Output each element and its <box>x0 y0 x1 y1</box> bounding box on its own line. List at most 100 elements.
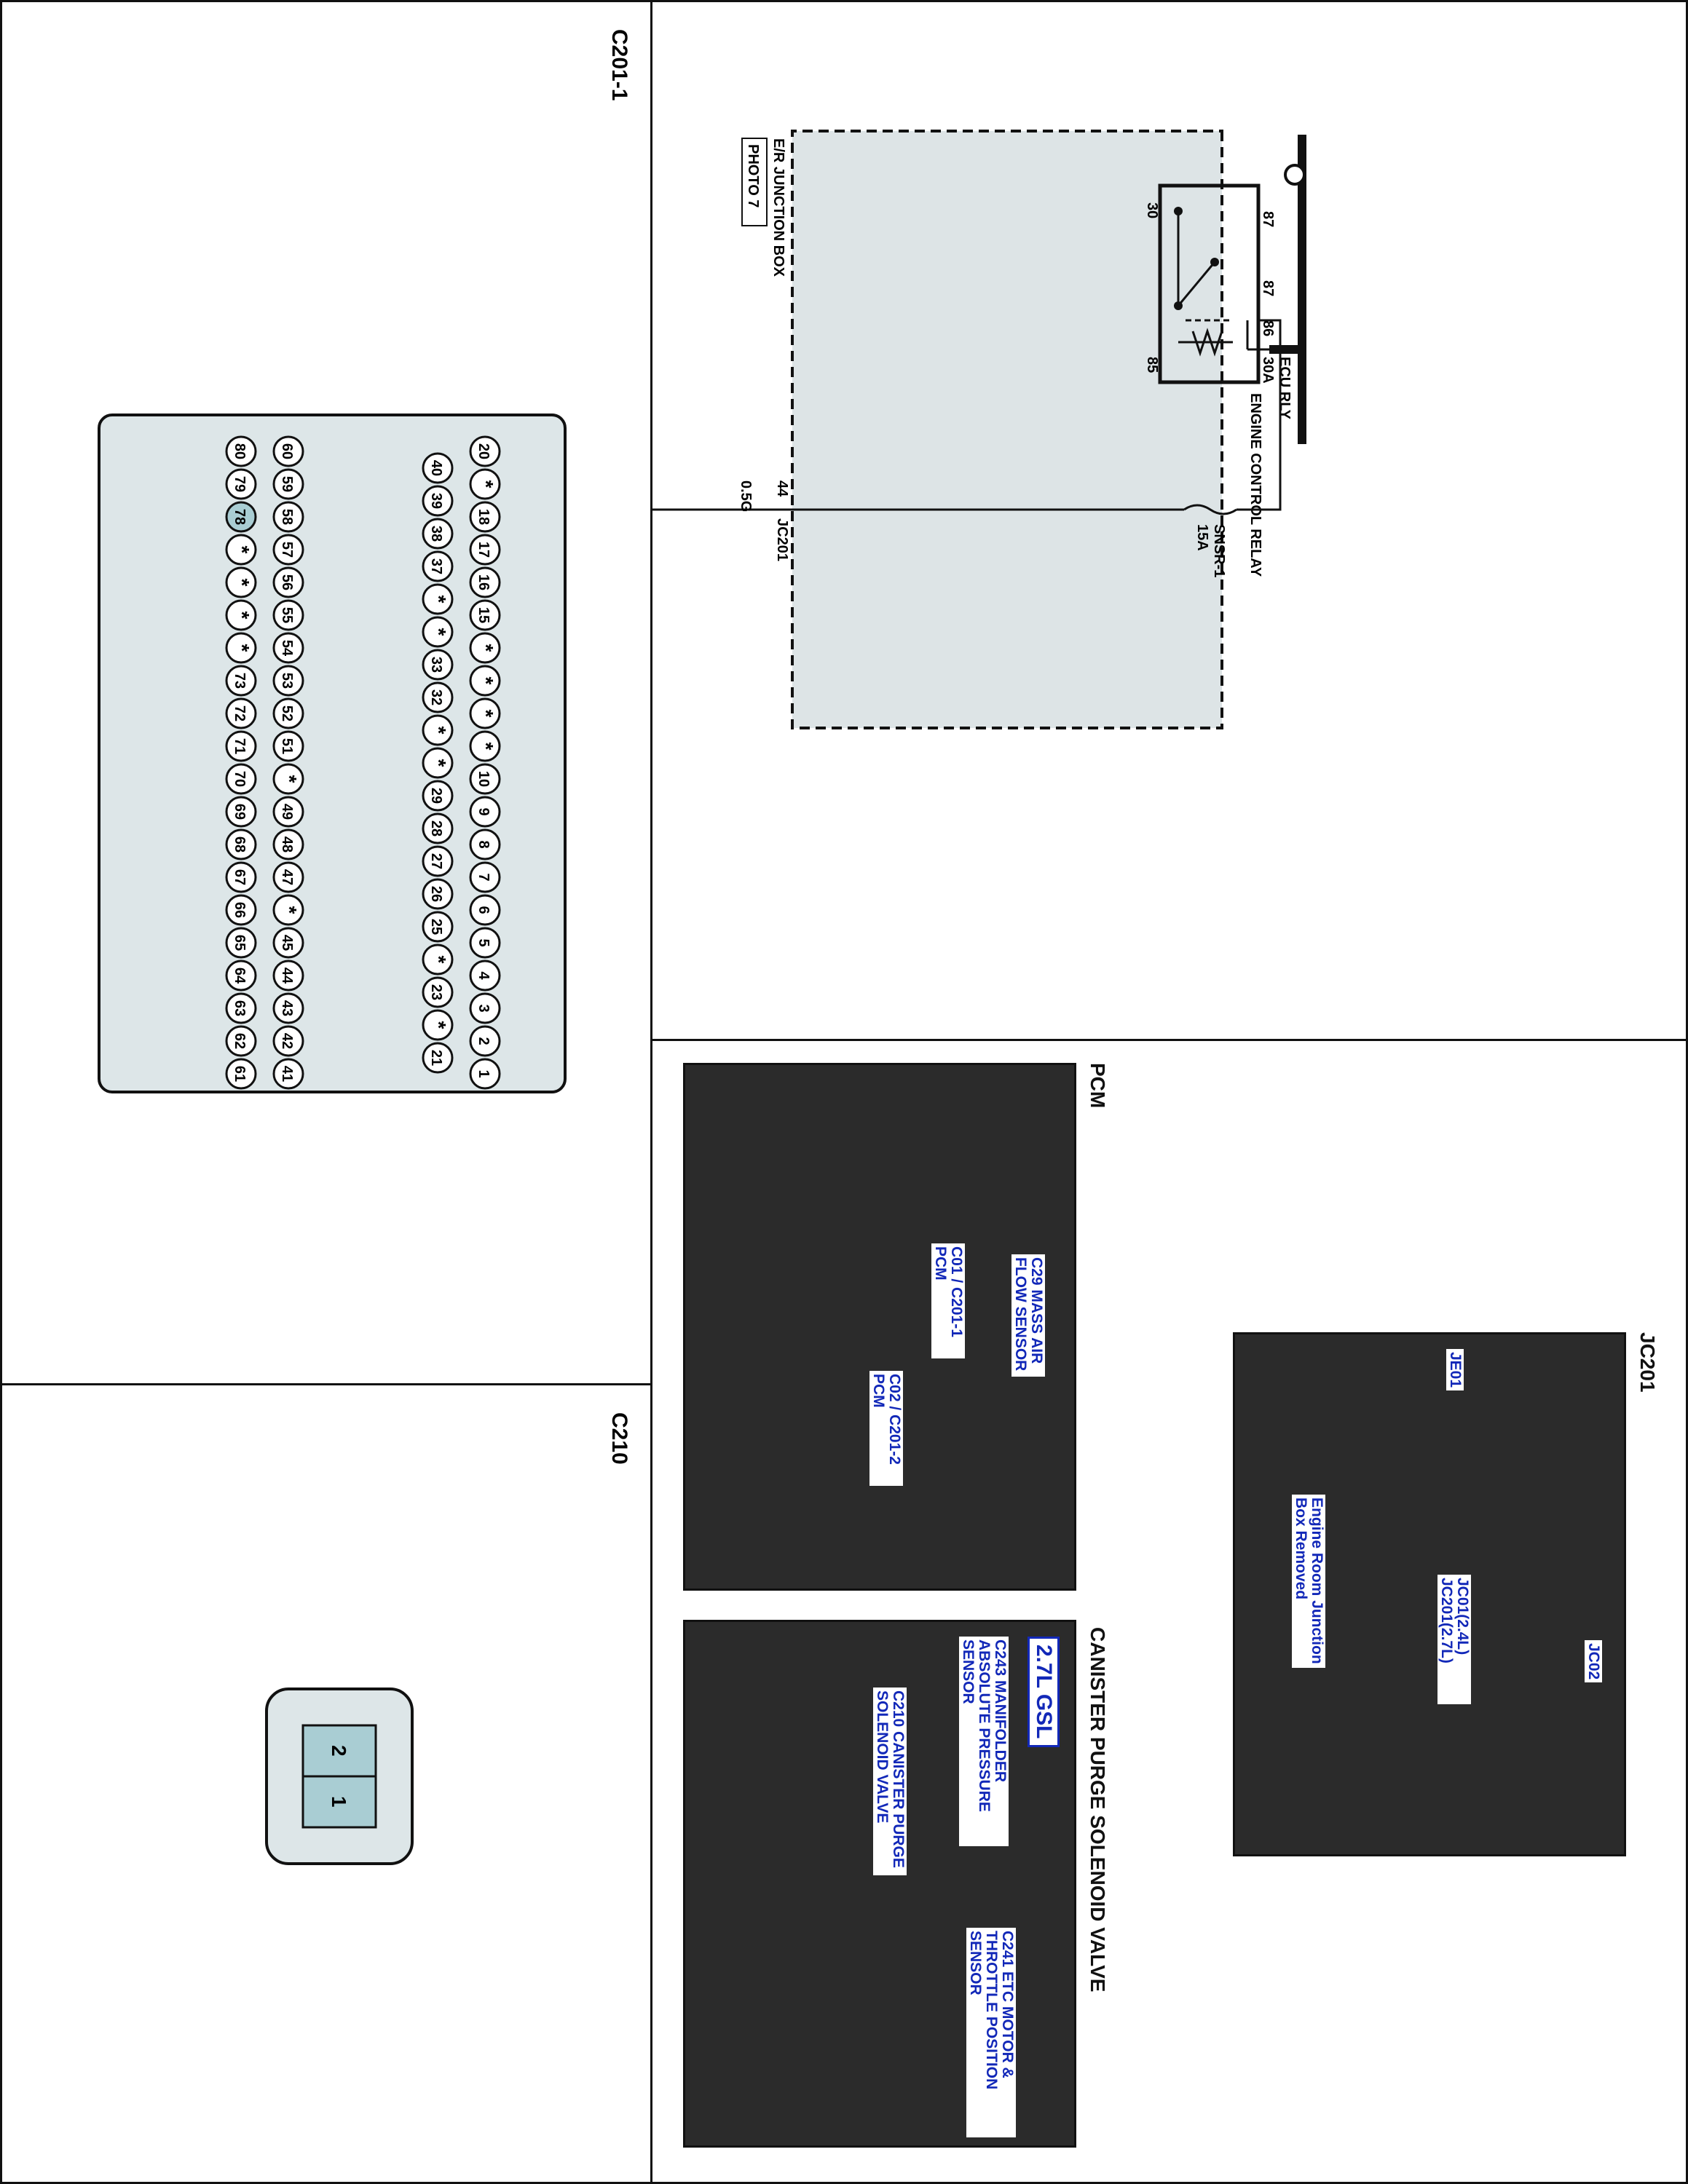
engine-photo: 2.7L GSL C243 MANIFOLDER ABSOLUTE PRESSU… <box>683 1620 1076 2148</box>
c201-pin <box>272 599 304 631</box>
c201-pin-label: 70 <box>232 771 248 787</box>
c201-pin-label: 10 <box>476 771 492 787</box>
divider-vertical-top <box>652 1039 1688 1041</box>
c201-pin-label: 71 <box>232 738 248 754</box>
c201-pin <box>225 468 257 500</box>
c201-pin <box>225 796 257 828</box>
relay-coil <box>1178 328 1233 357</box>
c201-pin <box>272 566 304 598</box>
c201-pin <box>469 894 501 926</box>
c201-pin <box>272 894 304 926</box>
c201-pin <box>225 730 257 762</box>
c201-pin-label: 5 <box>476 938 492 946</box>
c201-pin <box>422 943 454 976</box>
c201-pin-label: * <box>427 596 450 604</box>
c201-pin <box>272 665 304 697</box>
c201-pin-label: 52 <box>279 705 295 721</box>
c201-pin-label: 65 <box>232 935 248 951</box>
page-title: CANISTER PURGE SOLENOID VALVE <box>1086 1627 1109 1993</box>
c201-pin-label: * <box>427 727 450 735</box>
c201-pin <box>272 796 304 828</box>
c201-pin-label: 69 <box>232 804 248 820</box>
c201-pin-label: 18 <box>476 509 492 525</box>
c201-pin <box>469 1025 501 1057</box>
c201-pin <box>272 1058 304 1090</box>
c201-pin-label: * <box>427 628 450 636</box>
relay-pin-85: 85 <box>1144 357 1160 373</box>
c201-pin-label: * <box>475 710 497 718</box>
c201-pin <box>272 501 304 533</box>
c201-pin <box>469 665 501 697</box>
c201-pin-label: 68 <box>232 836 248 852</box>
c201-pin-label: 15 <box>476 607 492 623</box>
c201-pin <box>225 534 257 566</box>
c201-pin <box>469 468 501 500</box>
c201-pin <box>225 763 257 795</box>
c201-pin-label: 43 <box>279 1000 295 1016</box>
c201-pin-label: 37 <box>428 558 444 574</box>
c201-pin-label: 21 <box>428 1050 444 1066</box>
c201-pin-label: * <box>427 1021 450 1029</box>
c201-pin-label: 62 <box>232 1033 248 1049</box>
c201-pin-label: 17 <box>476 542 492 558</box>
junction-box-outline <box>791 130 1223 729</box>
pcm-photo: C29 MASS AIR FLOW SENSOR C01 / C201-1 PC… <box>683 1063 1076 1591</box>
c201-pin-label: 58 <box>279 509 295 525</box>
c201-pin <box>272 992 304 1024</box>
c201-pin <box>422 583 454 615</box>
junction-removed-callout: Engine Room Junction Box Removed <box>1292 1495 1325 1668</box>
c201-pin <box>469 435 501 467</box>
c201-pin <box>469 927 501 959</box>
mass-air-flow-callout: C29 MASS AIR FLOW SENSOR <box>1011 1254 1045 1377</box>
c201-pin-label: 1 <box>476 1069 492 1077</box>
c201-pin <box>469 730 501 762</box>
c201-pin <box>225 566 257 598</box>
c201-pin <box>225 665 257 697</box>
c201-pin-label: 7 <box>476 873 492 881</box>
bus-terminal <box>1284 164 1306 186</box>
c201-pin <box>225 501 257 533</box>
c201-pin <box>422 714 454 746</box>
c201-pin-label: 20 <box>476 443 492 459</box>
c201-pin <box>225 1025 257 1057</box>
c201-pin <box>272 1025 304 1057</box>
etc-motor-callout: C241 ETC MOTOR & THROTTLE POSITION SENSO… <box>966 1928 1016 2137</box>
connector-c210-panel: C210 2 1 <box>265 1412 631 1865</box>
c201-pin-label: * <box>231 546 253 554</box>
c201-pin-label: 57 <box>279 542 295 558</box>
c201-pin-label: * <box>231 644 253 652</box>
c201-pin <box>225 697 257 729</box>
snsr-fuse-rating: 15A <box>1194 524 1210 551</box>
c201-pin <box>422 1042 454 1074</box>
c201-pin-label: * <box>231 612 253 620</box>
c201-pin-label: 16 <box>476 574 492 590</box>
c201-pin <box>422 780 454 812</box>
c201-pin-label: 80 <box>232 443 248 459</box>
c201-pin <box>469 632 501 664</box>
c201-pin-label: 6 <box>476 906 492 914</box>
c201-pin-label: 2 <box>476 1037 492 1045</box>
c201-pin <box>422 681 454 713</box>
c201-pin-label: 48 <box>279 836 295 852</box>
c201-pin <box>469 534 501 566</box>
c201-pin-label: 29 <box>428 788 444 804</box>
c201-pin <box>272 632 304 664</box>
c201-pin <box>225 599 257 631</box>
wiring-schematic: ECU RLY 30A 30 87 87 86 85 ENGINE CONTRO… <box>652 130 1306 729</box>
je01-callout: JE01 <box>1446 1349 1464 1391</box>
relay-label: ENGINE CONTROL RELAY <box>1247 393 1263 577</box>
connector-c201-1-panel: C201-1 20*18171615****109876543214039383… <box>98 29 631 1093</box>
jc201-photo-title: JC201 <box>1636 1332 1659 1393</box>
c201-pin <box>469 599 501 631</box>
c201-pin <box>272 730 304 762</box>
c201-pin <box>422 845 454 877</box>
c201-pin-label: * <box>475 480 497 488</box>
c201-pin <box>469 1058 501 1090</box>
svg-text:PHOTO 7: PHOTO 7 <box>745 144 761 207</box>
pcm-photo-title: PCM <box>1086 1063 1109 1109</box>
c201-pin-label: 53 <box>279 673 295 689</box>
c201-pin <box>225 632 257 664</box>
c201-pin-label: 27 <box>428 853 444 869</box>
c201-pin-label: * <box>475 644 497 652</box>
c201-pin <box>272 763 304 795</box>
